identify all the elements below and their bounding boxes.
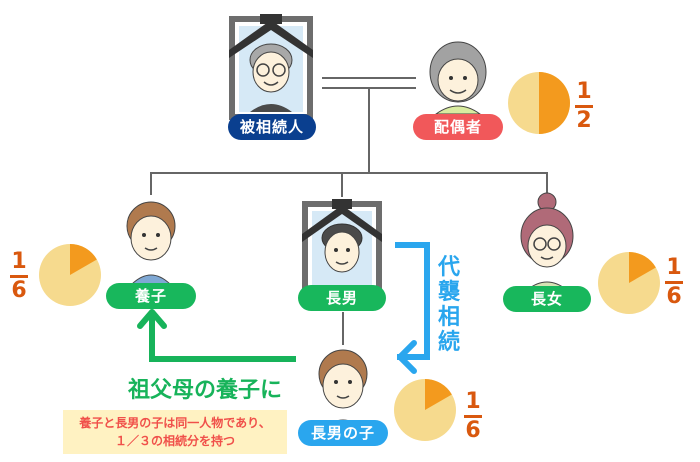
adoption-arrow	[137, 309, 296, 362]
spouse-illustration	[429, 41, 487, 115]
decedent-portrait	[229, 14, 313, 120]
eldest-daughter-illustration	[520, 192, 574, 291]
badge-decedent: 被相続人	[228, 114, 316, 140]
representation-char: 襲	[437, 280, 460, 305]
adoption-caption: 祖父母の養子に	[128, 378, 283, 403]
pie-share-slice	[70, 244, 97, 275]
denominator: 6	[666, 284, 682, 309]
representation-char: 続	[437, 330, 460, 355]
pie-share-slice	[425, 379, 452, 410]
representation-char: 代	[437, 255, 460, 280]
note-line-1: 養子と長男の子は同一人物であり、	[79, 416, 271, 430]
denominator: 6	[11, 278, 27, 303]
representation-arrow	[395, 242, 430, 374]
badge-eldest-son: 長男	[298, 285, 386, 311]
badge-grandchild: 長男の子	[298, 420, 388, 446]
numerator: 1	[666, 255, 682, 280]
numerator: 1	[11, 249, 27, 274]
numerator: 1	[465, 389, 481, 414]
tree-connectors	[150, 77, 548, 345]
badge-spouse: 配偶者	[413, 114, 503, 140]
numerator: 1	[576, 79, 592, 104]
badge-adopted-child: 養子	[106, 283, 196, 309]
representation-label: 代 襲 相 続	[436, 255, 462, 355]
denominator: 2	[576, 108, 592, 133]
pie-adopted-child-share	[39, 244, 101, 306]
pie-eldest-daughter-share	[598, 252, 660, 314]
note-line-2: １／３の相続分を持つ	[114, 434, 235, 448]
representation-char: 相	[437, 305, 460, 330]
eldest-son-portrait	[302, 199, 382, 301]
explanatory-note: 養子と長男の子は同一人物であり、 １／３の相続分を持つ	[63, 410, 287, 454]
pie-grandchild-share	[394, 379, 456, 441]
grandchild-illustration	[318, 349, 368, 429]
pie-spouse-share	[508, 72, 570, 134]
adopted-child-illustration	[126, 201, 176, 285]
pie-share-slice	[629, 252, 656, 283]
badge-eldest-daughter: 長女	[503, 286, 591, 312]
pie-share-slice	[539, 72, 570, 134]
denominator: 6	[465, 418, 481, 443]
